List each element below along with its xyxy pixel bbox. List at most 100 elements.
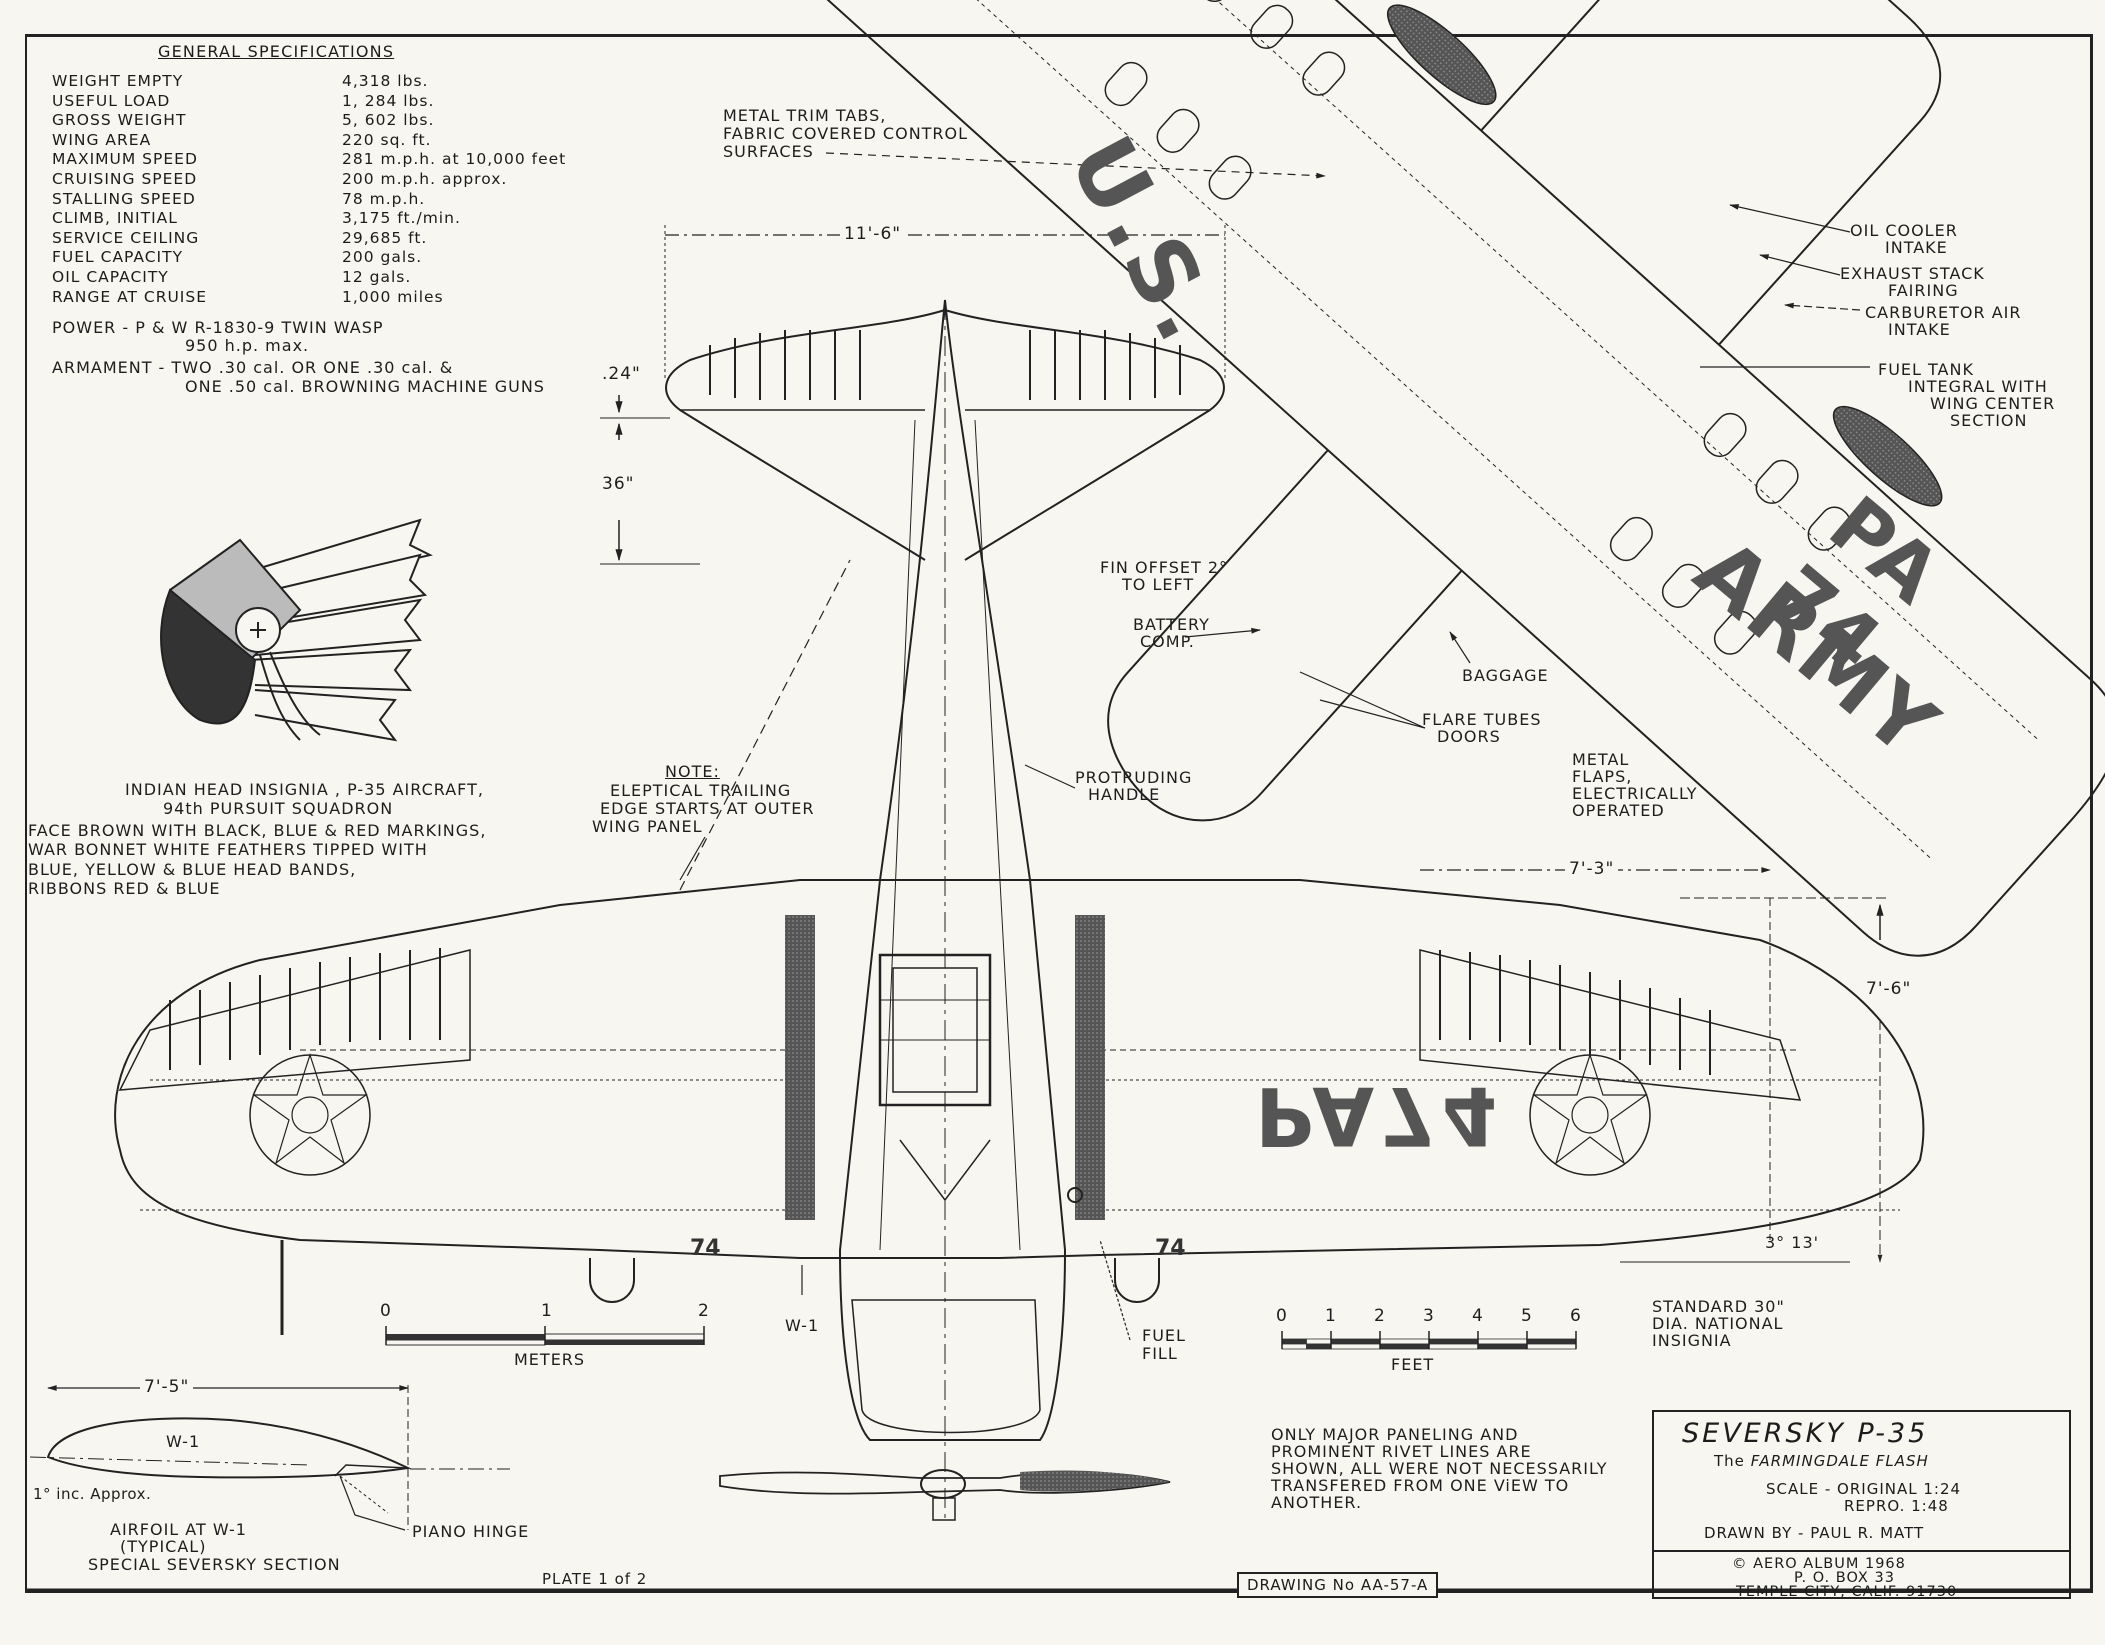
meters-tick-2: 2 (698, 1301, 710, 1321)
callout-carburetor-2: INTAKE (1888, 320, 1951, 339)
title-block: SEVERSKY P-35 The FARMINGDALE FLASH SCAL… (1652, 1410, 2071, 1600)
meters-tick-1: 1 (541, 1301, 553, 1321)
paneling-note-2: PROMINENT RIVET LINES ARE (1271, 1442, 1532, 1461)
spec-name: USEFUL LOAD (52, 91, 171, 110)
feet-scale-segment (1428, 1338, 1479, 1345)
spec-row: USEFUL LOAD 1, 284 lbs. (52, 92, 672, 112)
marking-tail-number-right: 74 (1155, 1236, 1186, 1261)
callout-protruding-1: PROTRUDING (1075, 768, 1193, 787)
feet-scale-segment (1477, 1338, 1528, 1345)
paneling-note-4: TRANSFERED FROM ONE ViEW TO (1271, 1476, 1570, 1495)
feet-scale-segment (1526, 1338, 1577, 1345)
paneling-note-5: ANOTHER. (1271, 1493, 1363, 1512)
airfoil-caption-1: AIRFOIL AT W-1 (110, 1520, 247, 1539)
title-block-divider (1654, 1550, 2069, 1552)
spec-value: 3,175 ft./min. (342, 209, 461, 228)
callout-flaps-3: ELECTRICALLY (1572, 784, 1698, 803)
dim-stab-36: 36" (602, 474, 635, 494)
feet-scale-segment (1306, 1343, 1332, 1350)
callout-battery-1: BATTERY (1133, 615, 1210, 634)
feet-scale-segment (1306, 1338, 1332, 1345)
note-title: NOTE: (665, 762, 720, 781)
feet-tick-label: 0 (1276, 1306, 1288, 1326)
spec-name: CLIMB, INITIAL (52, 209, 178, 228)
spec-name: WEIGHT EMPTY (52, 72, 184, 90)
meters-tick-0: 0 (380, 1301, 392, 1321)
paneling-note-1: ONLY MAJOR PANELING AND (1271, 1425, 1519, 1444)
horizontal-stabilizer (665, 309, 1225, 561)
callout-carburetor-1: CARBURETOR AIR (1865, 303, 2022, 322)
title-subtitle: The FARMINGDALE FLASH (1714, 1452, 1929, 1470)
callout-flaps-2: FLAPS, (1572, 767, 1633, 786)
callout-baggage: BAGGAGE (1462, 666, 1549, 685)
title-main: SEVERSKY P-35 (1682, 1418, 1929, 1449)
callout-protruding-2: HANDLE (1088, 785, 1161, 804)
callout-fuel-fill-2: FILL (1142, 1344, 1178, 1363)
specs-armament-line1: ARMAMENT - TWO .30 cal. OR ONE .30 cal. … (52, 358, 454, 377)
feet-scale-segment (1526, 1343, 1577, 1350)
feet-tick-label: 6 (1570, 1306, 1582, 1326)
title-drawn-by: DRAWN BY - PAUL R. MATT (1704, 1524, 1925, 1542)
title-scale-original: SCALE - ORIGINAL 1:24 (1766, 1480, 1962, 1498)
dim-elevator-24: .24" (602, 364, 641, 384)
callout-w1: W-1 (785, 1316, 820, 1335)
insignia-desc-2: WAR BONNET WHITE FEATHERS TIPPED WITH (28, 840, 428, 859)
feet-tick-label: 4 (1472, 1306, 1484, 1326)
feet-scale-segment (1330, 1343, 1381, 1350)
feet-scale-bar (1281, 1331, 1577, 1350)
insignia-caption-2: 94th PURSUIT SQUADRON (163, 799, 394, 818)
marking-pa74-wing: PA74 (1255, 1069, 1504, 1162)
airfoil-piano-hinge: PIANO HINGE (412, 1522, 530, 1541)
callout-trim-tabs-1: METAL TRIM TABS, (723, 106, 887, 125)
airfoil-profile (46, 1417, 412, 1479)
spec-value: 200 gals. (342, 248, 423, 267)
callout-exhaust-1: EXHAUST STACK (1840, 264, 1985, 283)
meters-scale-bar (385, 1326, 705, 1346)
insignia-desc-1: FACE BROWN WITH BLACK, BLUE & RED MARKIN… (28, 821, 487, 840)
callout-national-insignia-3: INSIGNIA (1652, 1331, 1732, 1350)
insignia-desc-4: RIBBONS RED & BLUE (28, 879, 221, 898)
spec-value: 1,000 miles (342, 287, 444, 306)
note-line-2: EDGE STARTS AT OUTER (600, 799, 815, 818)
spec-value: 1, 284 lbs. (342, 91, 435, 110)
airfoil-caption-3: SPECIAL SEVERSKY SECTION (88, 1555, 341, 1574)
callout-trim-tabs-2: FABRIC COVERED CONTROL (723, 124, 969, 143)
callout-fuel-tank-2: INTEGRAL WITH (1908, 377, 2048, 396)
feet-scale-segment (1330, 1338, 1381, 1345)
spec-name: MAXIMUM SPEED (52, 150, 198, 169)
feet-scale-segment (1379, 1338, 1430, 1345)
note-line-3: WING PANEL (592, 817, 703, 836)
marking-tail-number-left: 74 (690, 1236, 721, 1261)
meters-scale-label: METERS (514, 1350, 586, 1369)
title-copyright: © AERO ALBUM 1968 (1732, 1556, 1906, 1572)
dim-wing-7-6: 7'-6" (1866, 979, 1912, 999)
callout-exhaust-2: FAIRING (1888, 281, 1959, 300)
spec-value: 220 sq. ft. (342, 130, 432, 149)
spec-value: 281 m.p.h. at 10,000 feet (342, 150, 567, 169)
spec-value: 5, 602 lbs. (342, 111, 435, 130)
title-subtitle-name: FARMINGDALE FLASH (1750, 1452, 1929, 1470)
feet-scale-segment (1428, 1343, 1479, 1350)
feet-tick-label: 3 (1423, 1306, 1435, 1326)
spec-name: OIL CAPACITY (52, 267, 169, 286)
callout-fuel-fill-1: FUEL (1142, 1326, 1186, 1345)
callout-national-insignia-2: DIA. NATIONAL (1652, 1314, 1784, 1333)
specs-power-line2: 950 h.p. max. (185, 336, 310, 355)
airfoil-section-label: W-1 (166, 1432, 201, 1451)
main-wing-outline (114, 879, 1925, 1259)
feet-tick-label: 5 (1521, 1306, 1533, 1326)
spec-name: GROSS WEIGHT (52, 111, 187, 130)
plate-number: PLATE 1 of 2 (542, 1570, 648, 1588)
callout-oil-cooler-2: INTAKE (1885, 238, 1948, 257)
spec-name: STALLING SPEED (52, 189, 196, 208)
callout-oil-cooler-1: OIL COOLER (1850, 221, 1958, 240)
airfoil-caption-2: (TYPICAL) (120, 1537, 207, 1556)
callout-battery-2: COMP. (1140, 632, 1195, 651)
feet-scale-segment (1281, 1338, 1307, 1345)
